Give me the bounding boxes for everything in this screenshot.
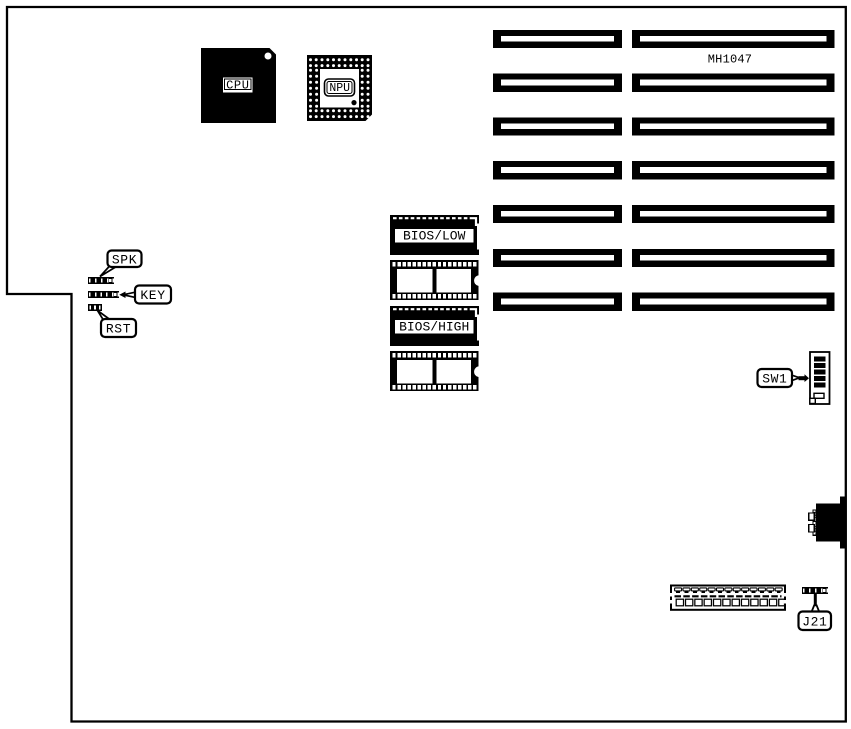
svg-text:KEY: KEY xyxy=(140,288,165,303)
svg-text:RST: RST xyxy=(106,322,131,337)
svg-text:NPU: NPU xyxy=(329,82,350,95)
svg-text:SPK: SPK xyxy=(112,252,137,267)
svg-text:CPU: CPU xyxy=(226,79,249,93)
svg-text:MH1047: MH1047 xyxy=(708,53,752,67)
svg-text:J21: J21 xyxy=(802,614,827,629)
svg-text:BIOS/HIGH: BIOS/HIGH xyxy=(399,320,469,335)
svg-text:BIOS/LOW: BIOS/LOW xyxy=(403,229,466,244)
svg-text:SW1: SW1 xyxy=(762,372,787,387)
